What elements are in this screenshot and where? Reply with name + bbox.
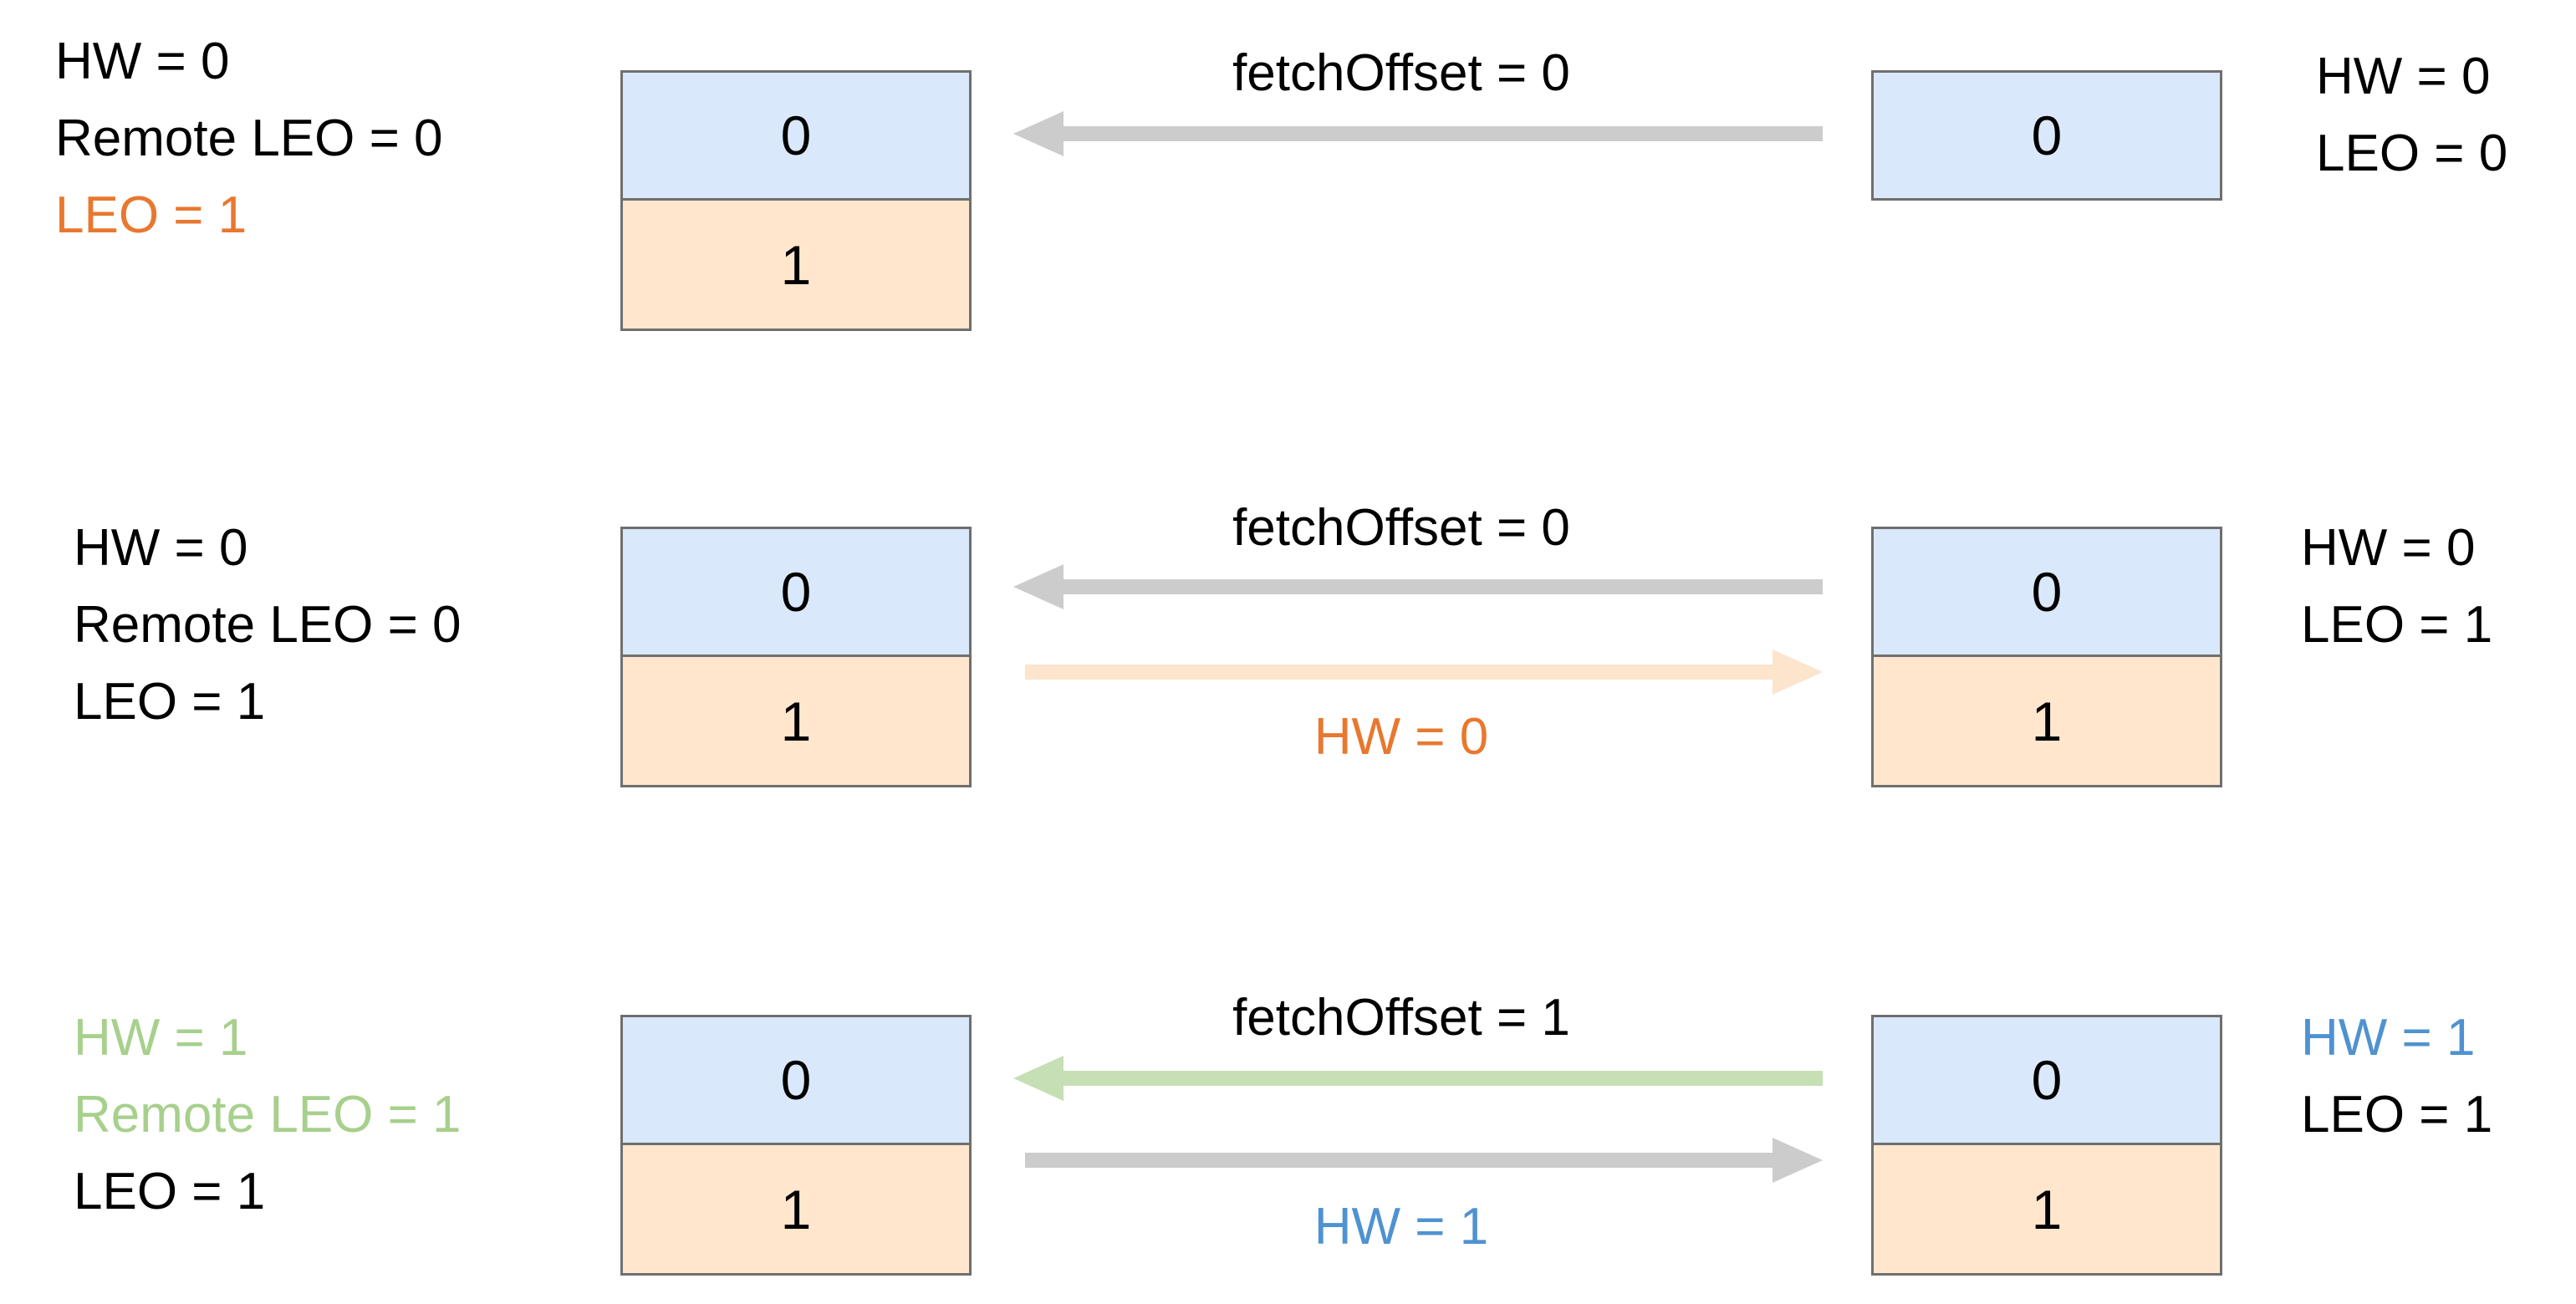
leader-state-label: HW = 1 bbox=[74, 1009, 248, 1067]
follower-state-labels: HW = 0 LEO = 1 bbox=[2301, 510, 2492, 664]
log-cell-offset-0: 0 bbox=[620, 1015, 972, 1145]
fetch-request-arrow bbox=[1013, 111, 1823, 156]
leader-state-label: LEO = 1 bbox=[74, 1163, 266, 1220]
follower-state-labels: HW = 1 LEO = 1 bbox=[2301, 1000, 2492, 1154]
leader-state-labels: HW = 1 Remote LEO = 1 LEO = 1 bbox=[74, 1000, 462, 1230]
leader-state-label: LEO = 1 bbox=[74, 673, 266, 731]
fetch-offset-label: fetchOffset = 0 bbox=[1232, 499, 1570, 557]
response-hw-label: HW = 0 bbox=[1314, 708, 1489, 766]
follower-log: 0 bbox=[1871, 70, 2222, 201]
log-cell-offset-1: 1 bbox=[620, 201, 972, 331]
leader-state-label: LEO = 1 bbox=[55, 186, 247, 244]
fetch-request-arrow bbox=[1013, 1056, 1823, 1101]
leader-state-labels: HW = 0 Remote LEO = 0 LEO = 1 bbox=[55, 23, 443, 254]
follower-state-label: LEO = 1 bbox=[2301, 596, 2493, 654]
log-cell-offset-1: 1 bbox=[1871, 1145, 2222, 1276]
follower-state-label: HW = 0 bbox=[2316, 48, 2491, 105]
leader-state-labels: HW = 0 Remote LEO = 0 LEO = 1 bbox=[74, 510, 462, 741]
log-cell-offset-1: 1 bbox=[620, 657, 972, 787]
log-cell-offset-1: 1 bbox=[620, 1145, 972, 1276]
log-cell-offset-1: 1 bbox=[1871, 657, 2222, 787]
response-hw-label: HW = 1 bbox=[1314, 1198, 1489, 1256]
follower-state-label: HW = 1 bbox=[2301, 1009, 2476, 1067]
fetch-offset-label: fetchOffset = 0 bbox=[1232, 44, 1570, 102]
follower-state-label: HW = 0 bbox=[2301, 519, 2476, 577]
fetch-response-arrow bbox=[1025, 1138, 1823, 1183]
log-cell-offset-0: 0 bbox=[1871, 70, 2222, 201]
log-cell-offset-0: 0 bbox=[620, 70, 972, 201]
log-cell-offset-0: 0 bbox=[620, 527, 972, 657]
leader-state-label: HW = 0 bbox=[55, 33, 230, 90]
follower-state-labels: HW = 0 LEO = 0 bbox=[2316, 38, 2507, 192]
follower-state-label: LEO = 1 bbox=[2301, 1086, 2493, 1144]
fetch-response-arrow bbox=[1025, 649, 1823, 695]
fetch-request-arrow bbox=[1013, 564, 1823, 609]
leader-state-label: HW = 0 bbox=[74, 519, 248, 577]
log-cell-offset-0: 0 bbox=[1871, 1015, 2222, 1145]
leader-state-label: Remote LEO = 1 bbox=[74, 1086, 462, 1144]
leader-state-label: Remote LEO = 0 bbox=[55, 110, 443, 167]
follower-state-label: LEO = 0 bbox=[2316, 125, 2508, 182]
log-cell-offset-0: 0 bbox=[1871, 527, 2222, 657]
fetch-offset-label: fetchOffset = 1 bbox=[1232, 989, 1570, 1047]
leader-state-label: Remote LEO = 0 bbox=[74, 596, 462, 654]
